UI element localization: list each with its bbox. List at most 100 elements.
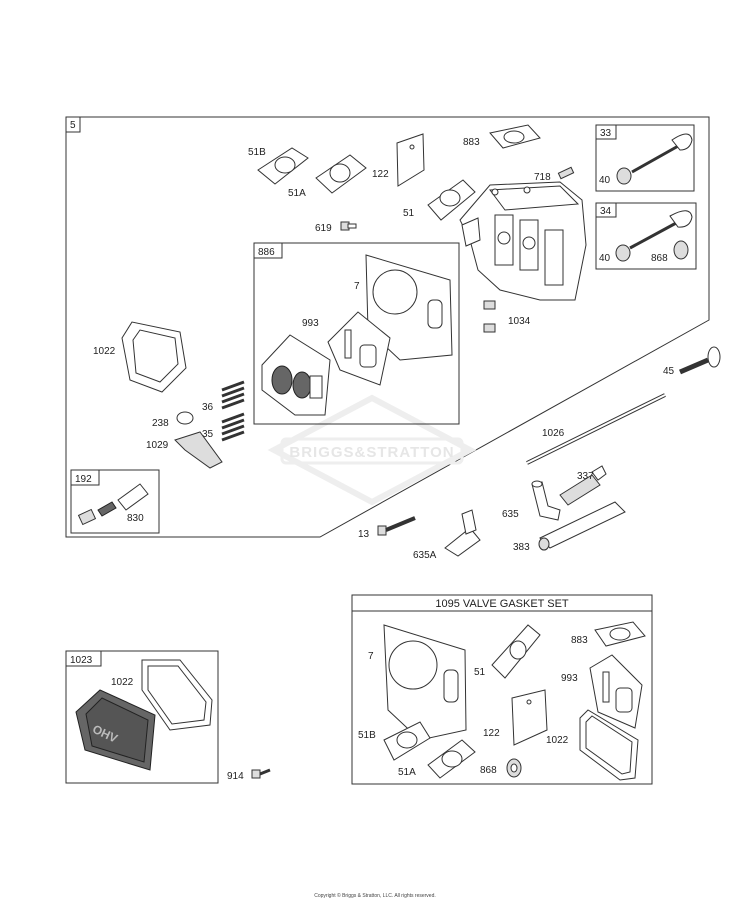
intake-valve-34 bbox=[615, 210, 693, 262]
label-868: 868 bbox=[651, 253, 668, 264]
label-122: 122 bbox=[372, 169, 389, 180]
label-35: 35 bbox=[202, 429, 214, 440]
main-assembly-frame bbox=[65, 116, 710, 538]
gasket-51 bbox=[427, 179, 476, 221]
fitting-830 bbox=[77, 483, 149, 526]
label-337: 337 bbox=[577, 471, 594, 482]
main-box-label: 5 bbox=[70, 120, 76, 131]
label-830: 830 bbox=[127, 513, 144, 524]
cover-gasket-1022 bbox=[121, 321, 187, 393]
kit-gasket-51b bbox=[383, 721, 431, 761]
box-33-tag bbox=[595, 124, 617, 140]
elbow-635 bbox=[531, 480, 561, 521]
kit-label-7: 7 bbox=[368, 651, 374, 662]
box-1023 bbox=[65, 650, 219, 784]
copyright-text: Copyright © Briggs & Stratton, LLC. All … bbox=[314, 892, 436, 899]
screw-914 bbox=[251, 768, 271, 779]
valve-box-34 bbox=[595, 202, 697, 270]
box-192 bbox=[70, 469, 160, 534]
cover-gasket-1022-b bbox=[141, 659, 213, 731]
plate-122 bbox=[396, 133, 425, 187]
pin-718 bbox=[557, 166, 575, 180]
label-914: 914 bbox=[227, 771, 244, 782]
clip-1034 bbox=[483, 300, 496, 333]
label-635: 635 bbox=[502, 509, 519, 520]
label-1022-b: 1022 bbox=[111, 677, 134, 688]
breather-1029 bbox=[174, 431, 223, 469]
kit-gasket-883 bbox=[594, 621, 646, 647]
label-1034: 1034 bbox=[508, 316, 531, 327]
label-993: 993 bbox=[302, 318, 319, 329]
box-192-label: 192 bbox=[75, 474, 92, 485]
box-886-tag bbox=[253, 242, 283, 259]
box-1023-label: 1023 bbox=[70, 655, 93, 666]
gasket-51a bbox=[315, 154, 367, 194]
kit-gasket-993 bbox=[589, 654, 643, 729]
label-619: 619 bbox=[315, 223, 332, 234]
tappet-45 bbox=[679, 346, 721, 375]
cap-238 bbox=[176, 411, 194, 425]
label-51b: 51B bbox=[248, 147, 266, 158]
head-gasket-7 bbox=[365, 254, 453, 361]
gasket-box-886 bbox=[253, 242, 460, 425]
gasket-883 bbox=[489, 124, 541, 149]
label-883: 883 bbox=[463, 137, 480, 148]
label-51a: 51A bbox=[288, 188, 306, 199]
label-1029: 1029 bbox=[146, 440, 169, 451]
label-13: 13 bbox=[358, 529, 370, 540]
spring-36 bbox=[221, 380, 245, 410]
kit-label-51b: 51B bbox=[358, 730, 376, 741]
kit-label-993: 993 bbox=[561, 673, 578, 684]
cylinder-head bbox=[459, 181, 587, 301]
kit-label-868: 868 bbox=[480, 765, 497, 776]
brand-watermark: BRIGGS&STRATTON bbox=[267, 394, 477, 506]
label-36: 36 bbox=[202, 402, 214, 413]
kit-gasket-1022 bbox=[579, 709, 639, 781]
label-1022: 1022 bbox=[93, 346, 116, 357]
screw-619 bbox=[340, 221, 357, 231]
box-34-label: 34 bbox=[600, 206, 612, 217]
box-886-label: 886 bbox=[258, 247, 275, 258]
watermark-text: BRIGGS&STRATTON bbox=[289, 444, 454, 461]
box-1023-tag bbox=[65, 650, 102, 667]
valve-cover-1023: OHV bbox=[75, 689, 156, 771]
kit-head-gasket-7 bbox=[383, 624, 467, 741]
bolt-13 bbox=[377, 516, 416, 536]
kit-1095-header bbox=[351, 594, 653, 612]
label-635a: 635A bbox=[413, 550, 437, 561]
main-box-tag bbox=[65, 116, 81, 133]
label-7: 7 bbox=[354, 281, 360, 292]
kit-label-51a: 51A bbox=[398, 767, 416, 778]
box-192-tag bbox=[70, 469, 100, 486]
label-40-b: 40 bbox=[599, 253, 611, 264]
label-1026: 1026 bbox=[542, 428, 565, 439]
kit-label-883: 883 bbox=[571, 635, 588, 646]
kit-label-122: 122 bbox=[483, 728, 500, 739]
kit-1095-title: 1095 VALVE GASKET SET bbox=[435, 598, 569, 610]
label-383: 383 bbox=[513, 542, 530, 553]
elbow-635a bbox=[444, 509, 481, 557]
spring-35 bbox=[221, 412, 245, 442]
shaft-383 bbox=[538, 501, 626, 551]
intake-gasket bbox=[261, 334, 331, 416]
exhaust-valve-33 bbox=[616, 133, 693, 185]
label-40-a: 40 bbox=[599, 175, 611, 186]
label-718: 718 bbox=[534, 172, 551, 183]
gasket-993 bbox=[327, 311, 391, 386]
valve-box-33 bbox=[595, 124, 695, 192]
kit-label-1022: 1022 bbox=[546, 735, 569, 746]
box-33-label: 33 bbox=[600, 128, 612, 139]
kit-seal-868 bbox=[506, 758, 522, 778]
box-34-tag bbox=[595, 202, 617, 218]
pushrod-1026 bbox=[526, 393, 666, 465]
kit-label-51: 51 bbox=[474, 667, 486, 678]
kit-plate-122 bbox=[511, 689, 548, 746]
gasket-51b bbox=[257, 147, 309, 185]
label-51: 51 bbox=[403, 208, 415, 219]
kit-gasket-51a bbox=[427, 739, 476, 779]
label-45: 45 bbox=[663, 366, 675, 377]
spark-plug-337 bbox=[559, 465, 607, 506]
label-238: 238 bbox=[152, 418, 169, 429]
kit-gasket-51 bbox=[491, 624, 541, 679]
